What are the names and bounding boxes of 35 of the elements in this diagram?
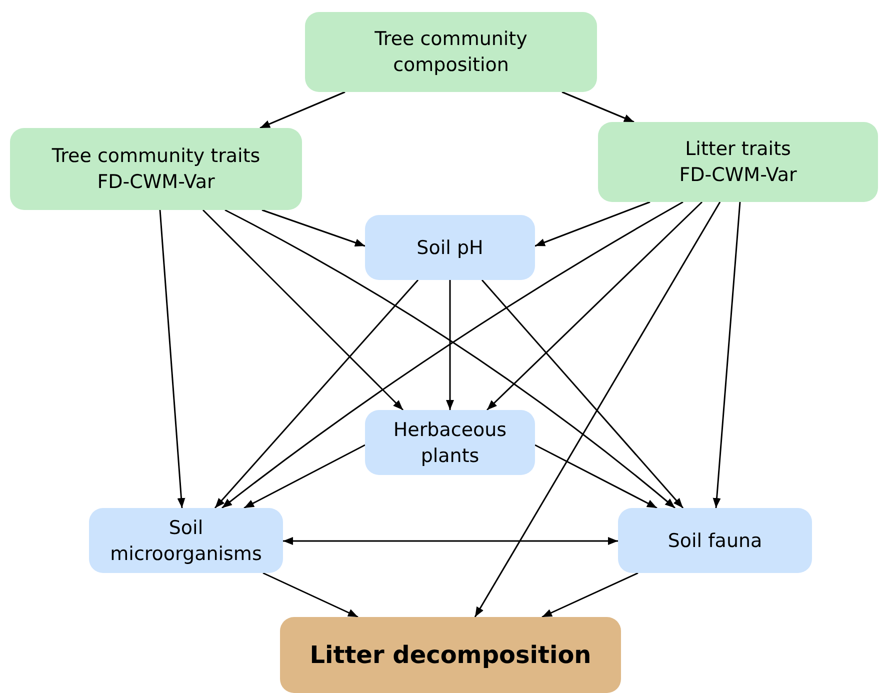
arrow bbox=[260, 91, 346, 129]
node-label: Litter decomposition bbox=[310, 642, 592, 668]
node-label: Herbaceous plants bbox=[392, 418, 508, 468]
node-label: Tree community composition bbox=[374, 27, 528, 78]
arrow bbox=[214, 280, 419, 508]
arrow bbox=[486, 201, 703, 411]
arrow bbox=[712, 202, 741, 508]
process-box bbox=[280, 617, 621, 693]
arrow bbox=[446, 280, 454, 410]
node-label: Soil pH bbox=[416, 236, 484, 260]
arrow bbox=[562, 91, 634, 123]
arrow bbox=[262, 572, 358, 618]
node-label: FD-CWM-Var bbox=[97, 170, 215, 195]
process-box bbox=[89, 508, 283, 573]
arrow bbox=[534, 444, 658, 509]
node-label: FD-CWM-Var bbox=[679, 163, 797, 188]
process-box bbox=[305, 12, 597, 92]
arrow bbox=[542, 572, 638, 618]
process-box bbox=[365, 215, 535, 280]
arrow bbox=[534, 201, 650, 247]
process-box bbox=[365, 410, 535, 475]
arrow bbox=[244, 444, 366, 509]
arrow bbox=[474, 202, 721, 618]
arrow bbox=[481, 280, 684, 508]
process-box bbox=[10, 128, 302, 210]
arrow bbox=[202, 209, 404, 411]
arrow bbox=[262, 209, 366, 247]
node-label: Litter traits bbox=[685, 137, 791, 162]
process-box bbox=[598, 122, 878, 202]
process-box bbox=[618, 508, 812, 573]
node-label: Soil fauna bbox=[668, 528, 762, 554]
node-label: Tree community traits bbox=[52, 144, 260, 169]
node-label: Soil microorganisms bbox=[109, 516, 263, 566]
arrow bbox=[159, 210, 186, 508]
arrow bbox=[283, 537, 618, 545]
